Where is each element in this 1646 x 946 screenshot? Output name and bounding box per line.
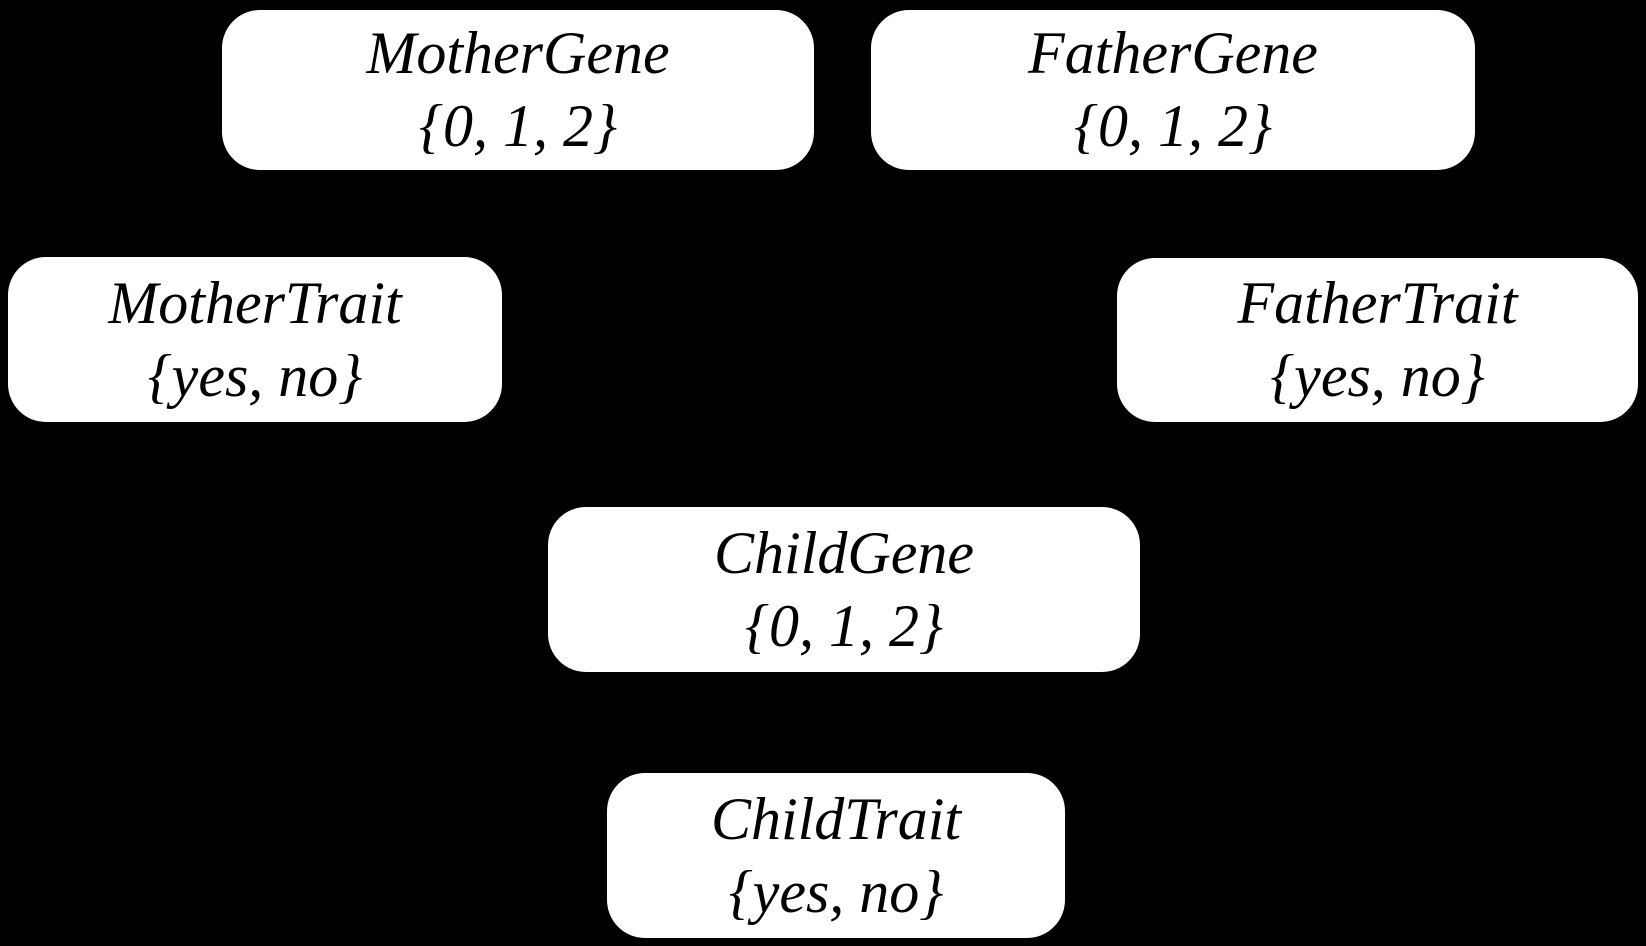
node-father-trait: FatherTrait {yes, no} [1117,258,1638,422]
node-child-trait: ChildTrait {yes, no} [607,773,1065,938]
node-mother-gene-label: MotherGene [366,20,670,86]
node-child-gene: ChildGene {0, 1, 2} [548,507,1140,672]
node-father-gene: FatherGene {0, 1, 2} [871,10,1475,170]
node-child-gene-domain: {0, 1, 2} [745,592,943,659]
node-father-gene-label: FatherGene [1028,20,1318,86]
node-mother-gene-domain: {0, 1, 2} [419,93,617,159]
node-child-trait-domain: {yes, no} [728,858,944,925]
node-mother-gene: MotherGene {0, 1, 2} [222,10,814,170]
node-mother-trait-domain: {yes, no} [147,342,363,409]
node-mother-trait: MotherTrait {yes, no} [8,257,502,422]
node-child-gene-label: ChildGene [714,519,974,586]
node-father-gene-domain: {0, 1, 2} [1074,93,1272,159]
node-mother-trait-label: MotherTrait [108,269,402,336]
node-father-trait-label: FatherTrait [1237,270,1518,336]
node-child-trait-label: ChildTrait [710,785,962,852]
node-father-trait-domain: {yes, no} [1270,343,1485,409]
